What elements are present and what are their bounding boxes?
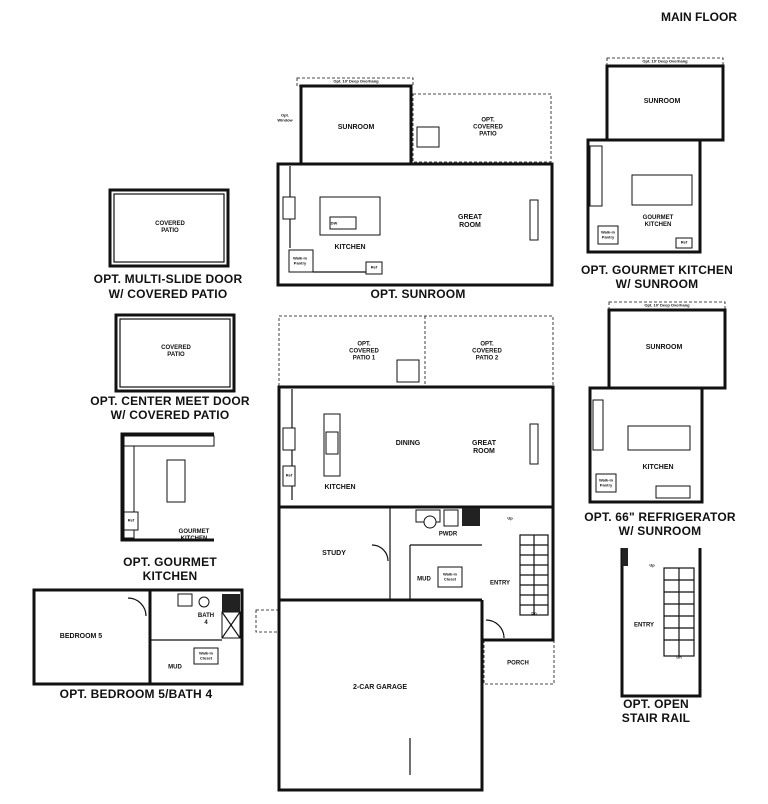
room-sunroom-right-a: SUNROOM <box>643 97 681 105</box>
label-ref-right: Ref <box>680 239 688 245</box>
label-dw-top: DW <box>330 220 338 226</box>
label-walkin-pantry-top: Walk-in Pantry <box>292 255 308 265</box>
open-stair-rail-plan <box>620 548 702 698</box>
gourmet-kitchen-plan <box>120 432 215 542</box>
caption-centermeet-2: W/ COVERED PATIO <box>110 408 230 423</box>
label-wic-left: Walk-in Closet <box>198 650 214 660</box>
room-mud-left: MUD <box>168 664 182 671</box>
room-covered-patio-a: COVERED PATIO <box>155 221 185 234</box>
caption-stair-1: OPT. OPEN <box>623 697 689 712</box>
caption-bedroom5: OPT. BEDROOM 5/BATH 4 <box>59 687 213 702</box>
room-sunroom-right-b: SUNROOM <box>645 343 683 351</box>
caption-centermeet-1: OPT. CENTER MEET DOOR <box>90 394 250 409</box>
caption-multislide-2: W/ COVERED PATIO <box>108 287 228 302</box>
caption-fridge-2: W/ SUNROOM <box>618 524 702 539</box>
opt-sunroom-plan <box>276 77 554 287</box>
room-opt-covered-patio-1: OPT. COVERED PATIO 1 <box>349 341 379 362</box>
center-meet-door-plan <box>114 313 236 393</box>
room-study: STUDY <box>322 549 346 557</box>
label-ref-main: Ref <box>285 472 293 478</box>
multislide-door-plan <box>108 188 230 268</box>
label-up-main: Up <box>507 515 513 521</box>
room-sunroom: SUNROOM <box>337 123 375 131</box>
room-pwdr: PWDR <box>438 531 458 538</box>
room-mud-main: MUD <box>417 576 431 583</box>
label-ref-gourmet: Ref <box>127 517 135 523</box>
label-opt-overhang-right-a: Opt. 10' Deep Overhang <box>642 58 688 64</box>
stair-treads <box>520 544 548 606</box>
room-opt-covered-patio-2: OPT. COVERED PATIO 2 <box>472 341 502 362</box>
main-floor-plan <box>255 315 555 792</box>
room-kitchen-right: KITCHEN <box>642 463 674 471</box>
label-opt-overhang-top: Opt. 10' Deep Overhang <box>333 78 379 84</box>
label-opt-window-top: Opt. Window <box>277 112 293 122</box>
room-kitchen-top: KITCHEN <box>334 243 366 251</box>
room-entry: ENTRY <box>489 580 511 587</box>
room-dining: DINING <box>395 439 421 447</box>
label-up-stair: Up <box>649 562 655 568</box>
room-opt-covered-patio: OPT. COVERED PATIO <box>473 117 503 138</box>
caption-gourmet-2: KITCHEN <box>142 569 198 584</box>
room-covered-patio-b: COVERED PATIO <box>161 345 191 358</box>
caption-opt-sunroom: OPT. SUNROOM <box>370 287 466 302</box>
room-gourmet-kitchen-right: GOURMET KITCHEN <box>642 215 674 228</box>
page-title: MAIN FLOOR <box>661 10 737 24</box>
room-great-room-top: GREAT ROOM <box>458 213 482 229</box>
caption-fridge-1: OPT. 66" REFRIGERATOR <box>584 510 736 525</box>
refrigerator-sunroom-plan <box>588 301 727 504</box>
caption-gourmet-sunroom-1: OPT. GOURMET KITCHEN <box>580 263 734 278</box>
bedroom5-bath4-plan <box>32 588 244 686</box>
caption-gourmet-sunroom-2: W/ SUNROOM <box>615 277 699 292</box>
room-kitchen-main: KITCHEN <box>324 483 356 491</box>
room-garage: 2-CAR GARAGE <box>352 683 408 691</box>
caption-stair-2: STAIR RAIL <box>621 711 691 726</box>
caption-multislide-1: OPT. MULTI-SLIDE DOOR <box>93 272 243 287</box>
label-opt-overhang-right-b: Opt. 10' Deep Overhang <box>644 302 690 308</box>
room-gourmet-kitchen-left: GOURMET KITCHEN <box>178 529 210 542</box>
label-dn-stair: Dn <box>676 654 682 660</box>
room-great-room-main: GREAT ROOM <box>472 439 496 455</box>
open-stair-treads <box>664 579 694 641</box>
gourmet-kitchen-sunroom-plan <box>586 57 725 254</box>
label-walkin-pantry-right-b: Walk-in Pantry <box>598 477 614 487</box>
caption-gourmet-1: OPT. GOURMET <box>123 555 217 570</box>
label-ref-top: Ref <box>370 264 378 270</box>
room-porch: PORCH <box>507 660 529 667</box>
label-walkin-pantry-right: Walk-in Pantry <box>600 229 616 239</box>
room-entry-stair: ENTRY <box>633 622 655 629</box>
room-bath4: BATH 4 <box>197 613 215 626</box>
label-dn-main: Dn <box>531 610 537 616</box>
room-bedroom5: BEDROOM 5 <box>59 632 103 640</box>
label-wic-main: Walk-in Closet <box>442 571 458 581</box>
